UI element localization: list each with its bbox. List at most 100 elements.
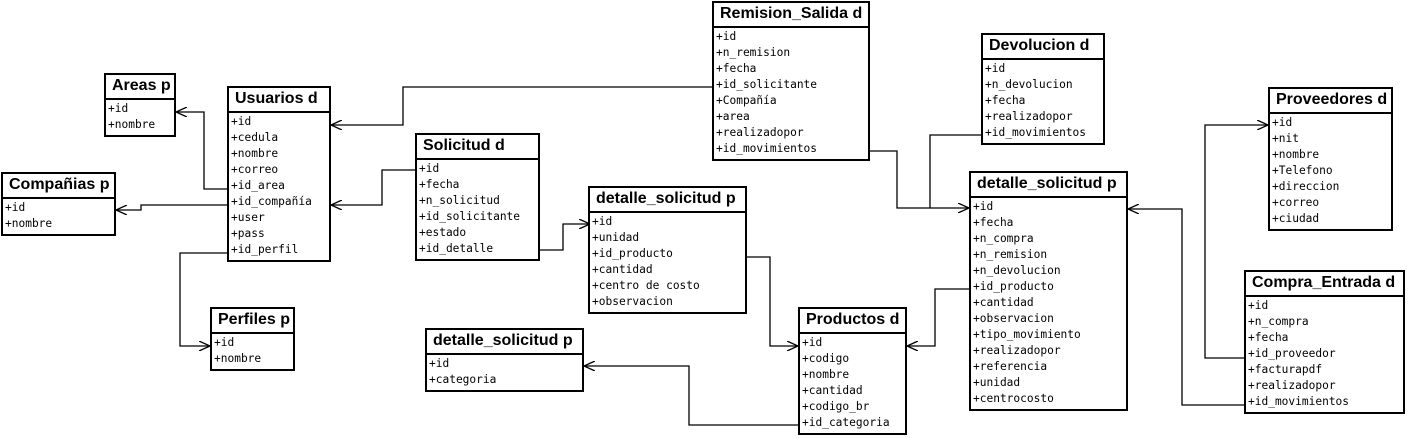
link-compra-proveedores: [1204, 125, 1268, 359]
entity-usuarios[interactable]: Usuarios d+id+cedula+nombre+correo+id_ar…: [227, 86, 331, 262]
entity-field: +nombre: [231, 147, 279, 160]
entity-field: +codigo_br: [802, 400, 870, 413]
entity-fields: +id+cedula+nombre+correo+id_area+id_comp…: [229, 113, 329, 260]
entity-field: +id: [419, 162, 440, 175]
entity-field: +fecha: [973, 216, 1014, 229]
entity-field: +centro de costo: [592, 279, 700, 292]
link-productos-categoria: [584, 366, 798, 426]
entity-field: +facturapdf: [1248, 363, 1323, 376]
entity-field: +id_area: [231, 179, 285, 192]
entity-field: +id: [1248, 299, 1269, 312]
link-usuarios-perfiles: [179, 252, 227, 346]
entity-field: +nombre: [802, 368, 850, 381]
entity-companias[interactable]: Compañias p+id+nombre: [1, 172, 116, 236]
link-remision-usuarios: [331, 86, 712, 125]
entity-remision-salida[interactable]: Remision_Salida d+id+n_remision+fecha+id…: [712, 1, 870, 161]
entity-field: +id_proveedor: [1248, 347, 1336, 360]
entity-field: +cantidad: [973, 296, 1034, 309]
entity-field: +referencia: [973, 360, 1048, 373]
entity-field: +id: [231, 115, 252, 128]
entity-field: +tipo_movimiento: [973, 328, 1081, 341]
entity-title: detalle_solicitud p: [590, 188, 745, 213]
entity-field: +estado: [419, 226, 467, 239]
entity-field: +id: [1272, 116, 1293, 129]
link-usuarios-companias: [116, 204, 227, 210]
entity-field: +fecha: [1248, 331, 1289, 344]
entity-field: +id_solicitante: [716, 78, 818, 91]
entity-fields: +id +nombre: [212, 334, 293, 369]
link-solicitud-detalle: [540, 224, 590, 251]
entity-field: +n_compra: [973, 232, 1034, 245]
entity-detalle-solicitud-1[interactable]: detalle_solicitud p+id+unidad+id_product…: [588, 186, 747, 314]
entity-compra-entrada[interactable]: Compra_Entrada d +id +n_compra +fecha +id_pr…: [1244, 270, 1405, 414]
entity-title: Areas p: [106, 75, 174, 100]
entity-detalle-solicitud-3[interactable]: detalle_solicitud p+id+categoria: [425, 328, 584, 392]
entity-field: +id: [108, 102, 129, 115]
entity-fields: +id+fecha+n_compra+n_remision+n_devoluci…: [971, 198, 1126, 409]
entity-field: +realizadopor: [716, 126, 804, 139]
link-detalle2-productos: [907, 288, 969, 346]
entity-field: +id_producto: [592, 247, 673, 260]
entity-field: +id: [802, 336, 823, 349]
entity-field: +n_solicitud: [419, 194, 500, 207]
entity-title: Proveedores d: [1270, 89, 1391, 114]
entity-field: +area: [716, 110, 750, 123]
link-detalle-productos: [747, 256, 798, 346]
entity-solicitud[interactable]: Solicitud d+id+fecha+n_solicitud+id_soli…: [415, 133, 540, 261]
entity-field: +pass: [231, 227, 265, 240]
entity-field: +n_remision: [973, 248, 1048, 261]
entity-devolucion[interactable]: Devolucion d +id +n_devolucion +fecha +reali…: [981, 33, 1105, 145]
entity-field: +nombre: [1272, 148, 1320, 161]
entity-title: Devolucion d: [983, 35, 1103, 60]
entity-fields: +id+n_remision+fecha+id_solicitante+Comp…: [714, 28, 868, 159]
entity-field: +cantidad: [802, 384, 863, 397]
entity-field: +fecha: [716, 62, 757, 75]
entity-field: +id_compañía: [231, 195, 312, 208]
entity-field: +nombre: [5, 217, 53, 230]
link-remision-detalle2: [870, 150, 969, 208]
entity-field: +id_perfil: [231, 243, 299, 256]
entity-field: +user: [231, 211, 265, 224]
entity-field: +nombre: [214, 352, 262, 365]
entity-perfiles[interactable]: Perfiles p+id+nombre: [210, 307, 295, 371]
entity-field: +realizadopor: [973, 344, 1061, 357]
entity-field: +realizadopor: [985, 110, 1073, 123]
entity-field: +nombre: [108, 118, 156, 131]
entity-field: +fecha: [419, 178, 460, 191]
entity-fields: +id+codigo+nombre+cantidad+codigo_br+id_…: [800, 334, 905, 433]
entity-field: +id_movimientos: [985, 126, 1087, 139]
entity-field: +id_detalle: [419, 242, 494, 255]
entity-field: +id_producto: [973, 280, 1054, 293]
entity-field: +n_devolucion: [985, 78, 1073, 91]
entity-field: +unidad: [973, 376, 1021, 389]
entity-field: +cantidad: [592, 263, 653, 276]
entity-title: Compra_Entrada d: [1246, 272, 1403, 297]
entity-field: +centrocosto: [973, 392, 1054, 405]
entity-productos[interactable]: Productos d+id+codigo+nombre+cantidad+co…: [798, 307, 907, 435]
entity-fields: +id +n_devolucion +fecha +realizadopor +id_m…: [983, 60, 1103, 143]
entity-field: +Compañía: [716, 94, 777, 107]
entity-detalle-solicitud-2[interactable]: detalle_solicitud p +id +fecha +n_compra +n_…: [969, 171, 1128, 411]
entity-field: +id: [429, 357, 450, 370]
entity-field: +n_compra: [1248, 315, 1309, 328]
entity-title: Usuarios d: [229, 88, 329, 113]
entity-field: +observacion: [973, 312, 1054, 325]
entity-field: +fecha: [985, 94, 1026, 107]
entity-field: +cedula: [231, 131, 279, 144]
link-usuarios-areas: [176, 112, 227, 190]
entity-title: Remision_Salida d: [714, 3, 868, 28]
entity-field: +unidad: [592, 231, 640, 244]
entity-field: +id: [985, 62, 1006, 75]
entity-title: detalle_solicitud p: [971, 173, 1126, 198]
entity-field: +id: [5, 201, 26, 214]
entity-field: +realizadopor: [1248, 379, 1336, 392]
entity-field: +id: [973, 200, 994, 213]
entity-areas[interactable]: Areas p +id +nombre: [104, 73, 176, 137]
entity-field: +id: [214, 336, 235, 349]
entity-field: +observacion: [592, 295, 673, 308]
entity-field: +n_remision: [716, 46, 791, 59]
entity-fields: +id+unidad+id_producto+cantidad+centro d…: [590, 213, 745, 312]
entity-fields: +id +n_compra +fecha +id_proveedor +facturap…: [1246, 297, 1403, 412]
entity-proveedores[interactable]: Proveedores d+id+nit+nombre+Telefono+dir…: [1268, 87, 1393, 231]
